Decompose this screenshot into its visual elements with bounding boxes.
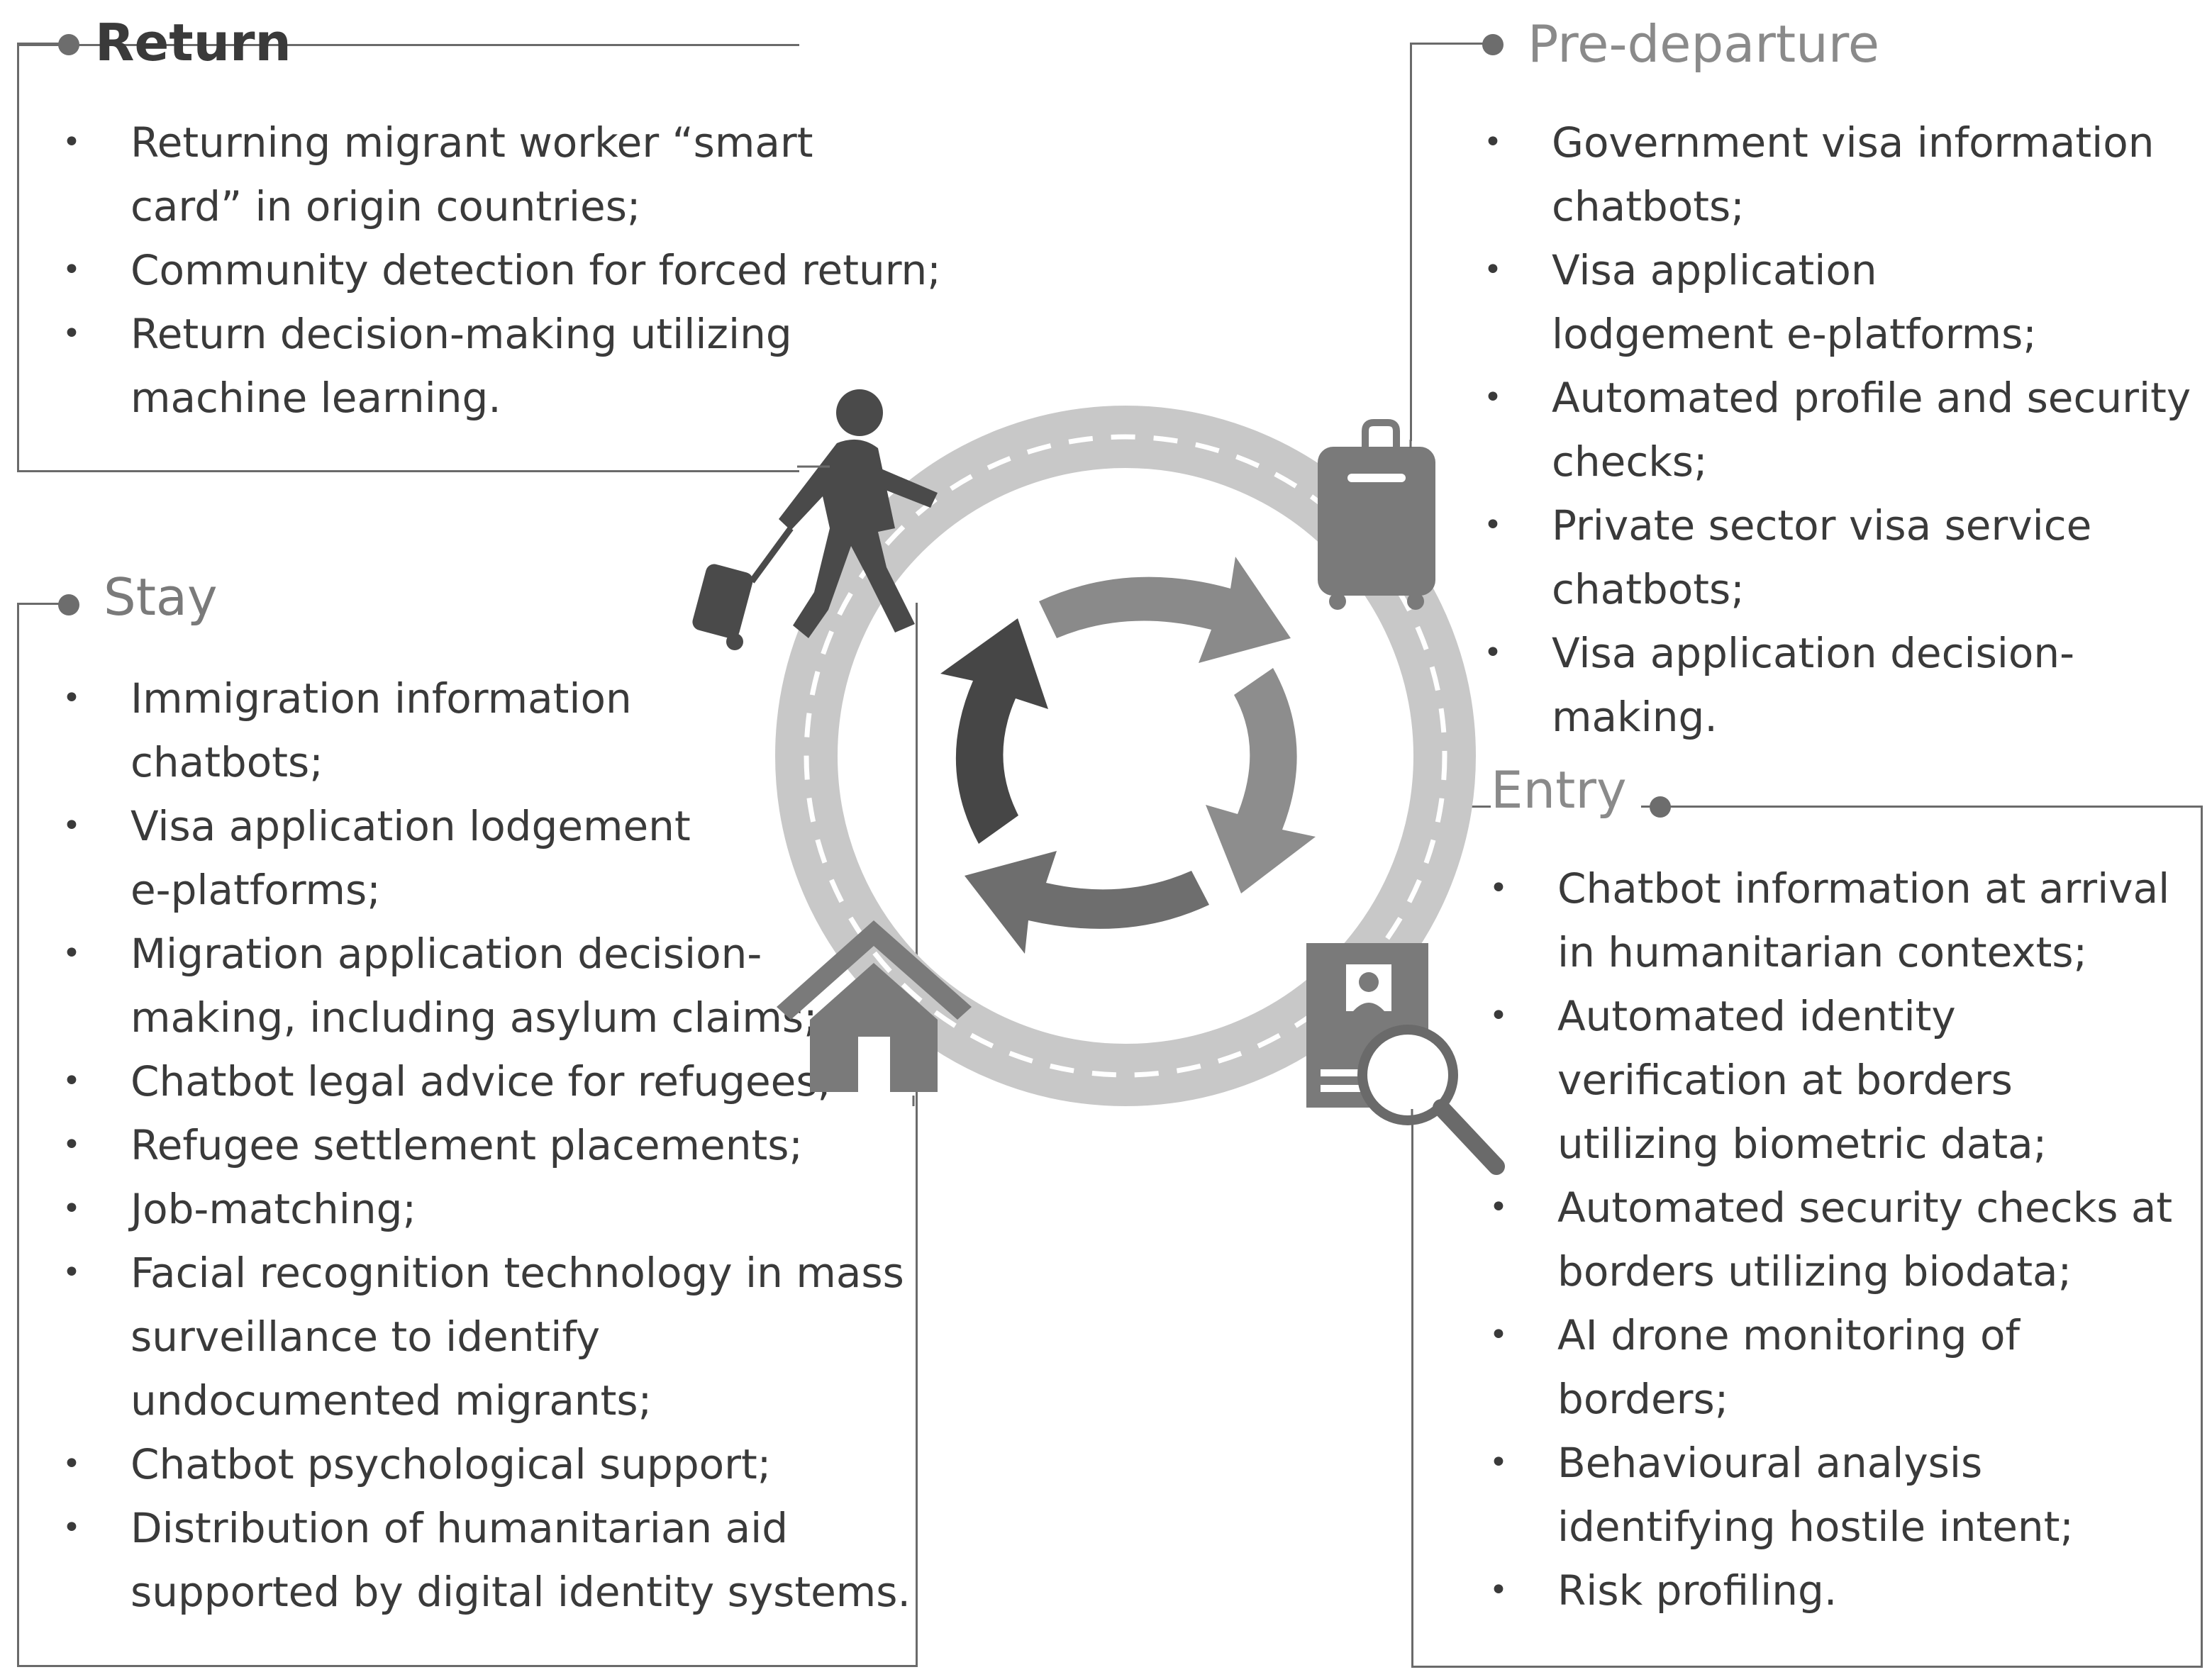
predeparture-title: Pre-departure (1528, 14, 1880, 74)
return-dot (58, 34, 79, 55)
list-item: Migration application decision-making, i… (58, 922, 840, 1049)
stay-title: Stay (104, 567, 218, 627)
list-item: Visa application decision-making. (1479, 621, 2203, 749)
list-item: Distribution of humanitarian aid support… (58, 1496, 911, 1624)
list-item: Immigration information chatbots; (58, 667, 719, 794)
house-icon (777, 920, 972, 1092)
list-item: Private sector visa service chatbots; (1479, 494, 2119, 621)
stay-frame (17, 603, 918, 1667)
list-item: Government visa information chatbots; (1479, 111, 2203, 238)
list-item: Automated security checks at borders uti… (1485, 1176, 2187, 1303)
entry-list: Chatbot information at arrival in humani… (1485, 857, 2187, 1622)
list-item: Facial recognition technology in mass su… (58, 1241, 911, 1432)
cycle-arrows-icon (940, 557, 1316, 954)
list-item: Chatbot information at arrival in humani… (1485, 857, 2187, 984)
entry-title: Entry (1491, 760, 1641, 820)
list-item: Returning migrant worker “smart card” in… (58, 111, 840, 238)
entry-frame (1411, 806, 2203, 1668)
predeparture-connector (1410, 43, 1488, 45)
predeparture-dot (1482, 34, 1504, 55)
identity-search-icon (1306, 943, 1505, 1175)
list-item: Behavioural analysis identifying hostile… (1485, 1431, 2187, 1559)
list-item: Visa application lodgement e-platforms; (58, 794, 712, 922)
list-item: Chatbot legal advice for refugees; (58, 1049, 881, 1113)
stay-dot (58, 594, 79, 615)
list-item: Risk profiling. (1485, 1559, 2187, 1622)
stay-list: Immigration information chatbots; Visa a… (58, 667, 911, 1624)
stay-connector (17, 603, 67, 605)
list-item: AI drone monitoring of borders; (1485, 1303, 2111, 1431)
predeparture-list: Government visa information chatbots; Vi… (1479, 111, 2203, 749)
list-item: Job-matching; (58, 1177, 881, 1241)
list-item: Automated profile and security checks; (1479, 366, 2203, 494)
list-item: Automated identity verification at borde… (1485, 984, 2187, 1176)
road-ring (775, 406, 1476, 1106)
list-item: Visa application lodgement e-platforms; (1479, 238, 2105, 366)
walking-traveler-icon (692, 389, 938, 650)
predeparture-frame (1410, 44, 1412, 441)
return-connector (17, 43, 67, 45)
entry-dot (1650, 796, 1671, 818)
suitcase-icon (1318, 419, 1435, 610)
return-title: Return (95, 13, 291, 72)
list-item: Chatbot psychological support; (58, 1432, 881, 1496)
return-list: Returning migrant worker “smart card” in… (58, 111, 945, 430)
return-frame (17, 44, 799, 472)
list-item: Community detection for forced return; (58, 238, 945, 302)
list-item: Return decision-making utilizing machine… (58, 302, 811, 430)
list-item: Refugee settlement placements; (58, 1113, 881, 1177)
